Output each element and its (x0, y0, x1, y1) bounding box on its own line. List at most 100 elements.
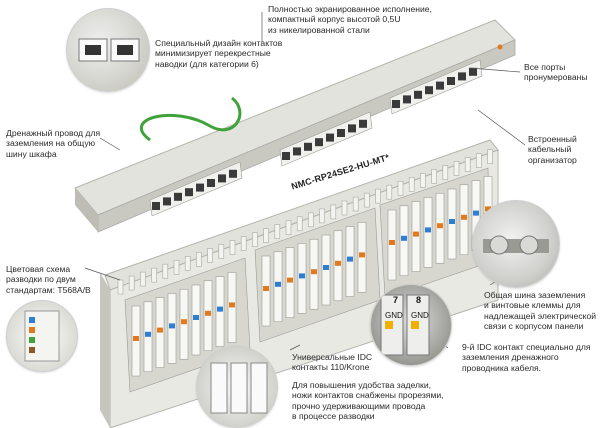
wire-color-marker (145, 331, 151, 337)
organizer-finger (464, 157, 471, 172)
organizer-finger (296, 216, 303, 232)
zoom-label-8: 8 (416, 295, 422, 305)
rj45-port (218, 174, 226, 183)
wire-color-marker (133, 336, 139, 341)
organizer-finger (196, 252, 202, 267)
organizer-finger (252, 232, 258, 247)
organizer-finger (431, 169, 437, 184)
wire-color-marker (401, 235, 407, 241)
organizer-finger (240, 236, 247, 251)
zoom-label-gnd-1: GND (385, 311, 403, 320)
wire-color-marker (181, 319, 187, 325)
wire-color-marker (287, 277, 293, 283)
zoom-label-7: 7 (393, 295, 399, 305)
wire-color-marker (335, 260, 341, 266)
rj45-port (315, 138, 323, 147)
organizer-finger (207, 248, 213, 263)
rj45-port (337, 129, 345, 137)
rj45-port (229, 169, 237, 178)
organizer-finger (476, 153, 482, 168)
organizer-finger (117, 279, 124, 295)
organizer-finger (162, 263, 169, 279)
callout-idc-9th: 9-й IDC контакт специально для заземлени… (462, 342, 591, 373)
callout-contacts-design: Специальный дизайн контактов минимизируе… (155, 38, 283, 69)
wire-color-marker (299, 273, 305, 279)
wire-color-marker (157, 327, 163, 333)
wire-color-marker (347, 256, 353, 262)
wire-color-marker (461, 214, 467, 220)
rj45-port (458, 72, 466, 81)
organizer-finger (420, 173, 426, 188)
organizer-finger (218, 244, 225, 259)
wire-color-marker (425, 227, 431, 233)
wire-color-marker (193, 315, 199, 320)
rj45-port (359, 119, 367, 128)
wire-color-marker (311, 269, 317, 275)
organizer-finger (151, 267, 157, 283)
rj45-port (469, 67, 477, 76)
wire-color-marker (217, 306, 223, 312)
rj45-port (174, 192, 182, 201)
wire-color-marker (413, 231, 419, 237)
port-row (152, 67, 477, 210)
rj45-port (293, 147, 301, 156)
organizer-finger (341, 200, 348, 216)
rj45-port (447, 77, 455, 85)
upper-patch-panel (74, 19, 516, 233)
organizer-finger (364, 192, 370, 208)
wire-color-marker (359, 252, 365, 258)
rj45-port (152, 202, 160, 210)
wire-color-marker (437, 223, 443, 229)
rj45-port (392, 100, 400, 108)
wire-color-marker (169, 323, 175, 329)
callout-shielded: Полностью экранированное исполнение, ком… (268, 4, 432, 35)
callout-ports-numbered: Все порты пронумерованы (524, 62, 588, 83)
organizer-finger (375, 188, 381, 204)
wire-color-marker (389, 240, 395, 245)
wire-color-marker (275, 281, 281, 287)
organizer-finger (173, 259, 180, 275)
rj45-port (403, 95, 411, 104)
zoom-label-gnd-2: GND (411, 311, 429, 320)
cable-organizer-fingers (117, 149, 493, 295)
organizer-finger (453, 161, 460, 176)
organizer-finger (352, 196, 359, 212)
rj45-port (326, 133, 334, 142)
idc-contact (435, 192, 445, 264)
organizer-finger (229, 240, 236, 255)
organizer-finger (487, 149, 493, 164)
organizer-finger (397, 180, 404, 196)
rj45-port (348, 124, 356, 133)
zoom-color-scheme (6, 300, 78, 372)
wire-color-marker (449, 219, 455, 224)
rj45-port (163, 197, 171, 206)
organizer-finger (442, 165, 449, 180)
zoom-grounding-bus (472, 200, 560, 288)
port-number-marker (497, 44, 503, 50)
organizer-finger (330, 204, 337, 220)
rj45-port (414, 90, 422, 99)
callout-color-scheme: Цветовая схема разводки по двум стандарт… (6, 264, 91, 295)
wire-color-marker (205, 310, 211, 316)
wire-color-marker (473, 210, 479, 216)
organizer-finger (319, 208, 325, 224)
drain-wire (140, 96, 242, 142)
organizer-finger (308, 212, 314, 228)
organizer-finger (184, 255, 191, 271)
idc-contacts (131, 176, 493, 377)
zoom-knife-slots (196, 346, 278, 428)
organizer-finger (128, 275, 135, 291)
rj45-port (207, 179, 215, 187)
rj45-port (304, 142, 312, 151)
rj45-port (425, 86, 433, 95)
organizer-finger (140, 271, 146, 287)
organizer-finger (285, 220, 292, 236)
callout-drain-wire: Дренажный провод для заземления на общую… (6, 128, 101, 159)
rj45-port (196, 183, 204, 192)
rj45-port (436, 81, 444, 90)
zoom-ninth-idc: 7 8 GND GND (370, 284, 452, 366)
callout-idc-universal: Универсальные IDC контакты 110/Krone (292, 352, 373, 373)
rj45-port (282, 152, 290, 160)
zoom-contacts (66, 8, 150, 92)
